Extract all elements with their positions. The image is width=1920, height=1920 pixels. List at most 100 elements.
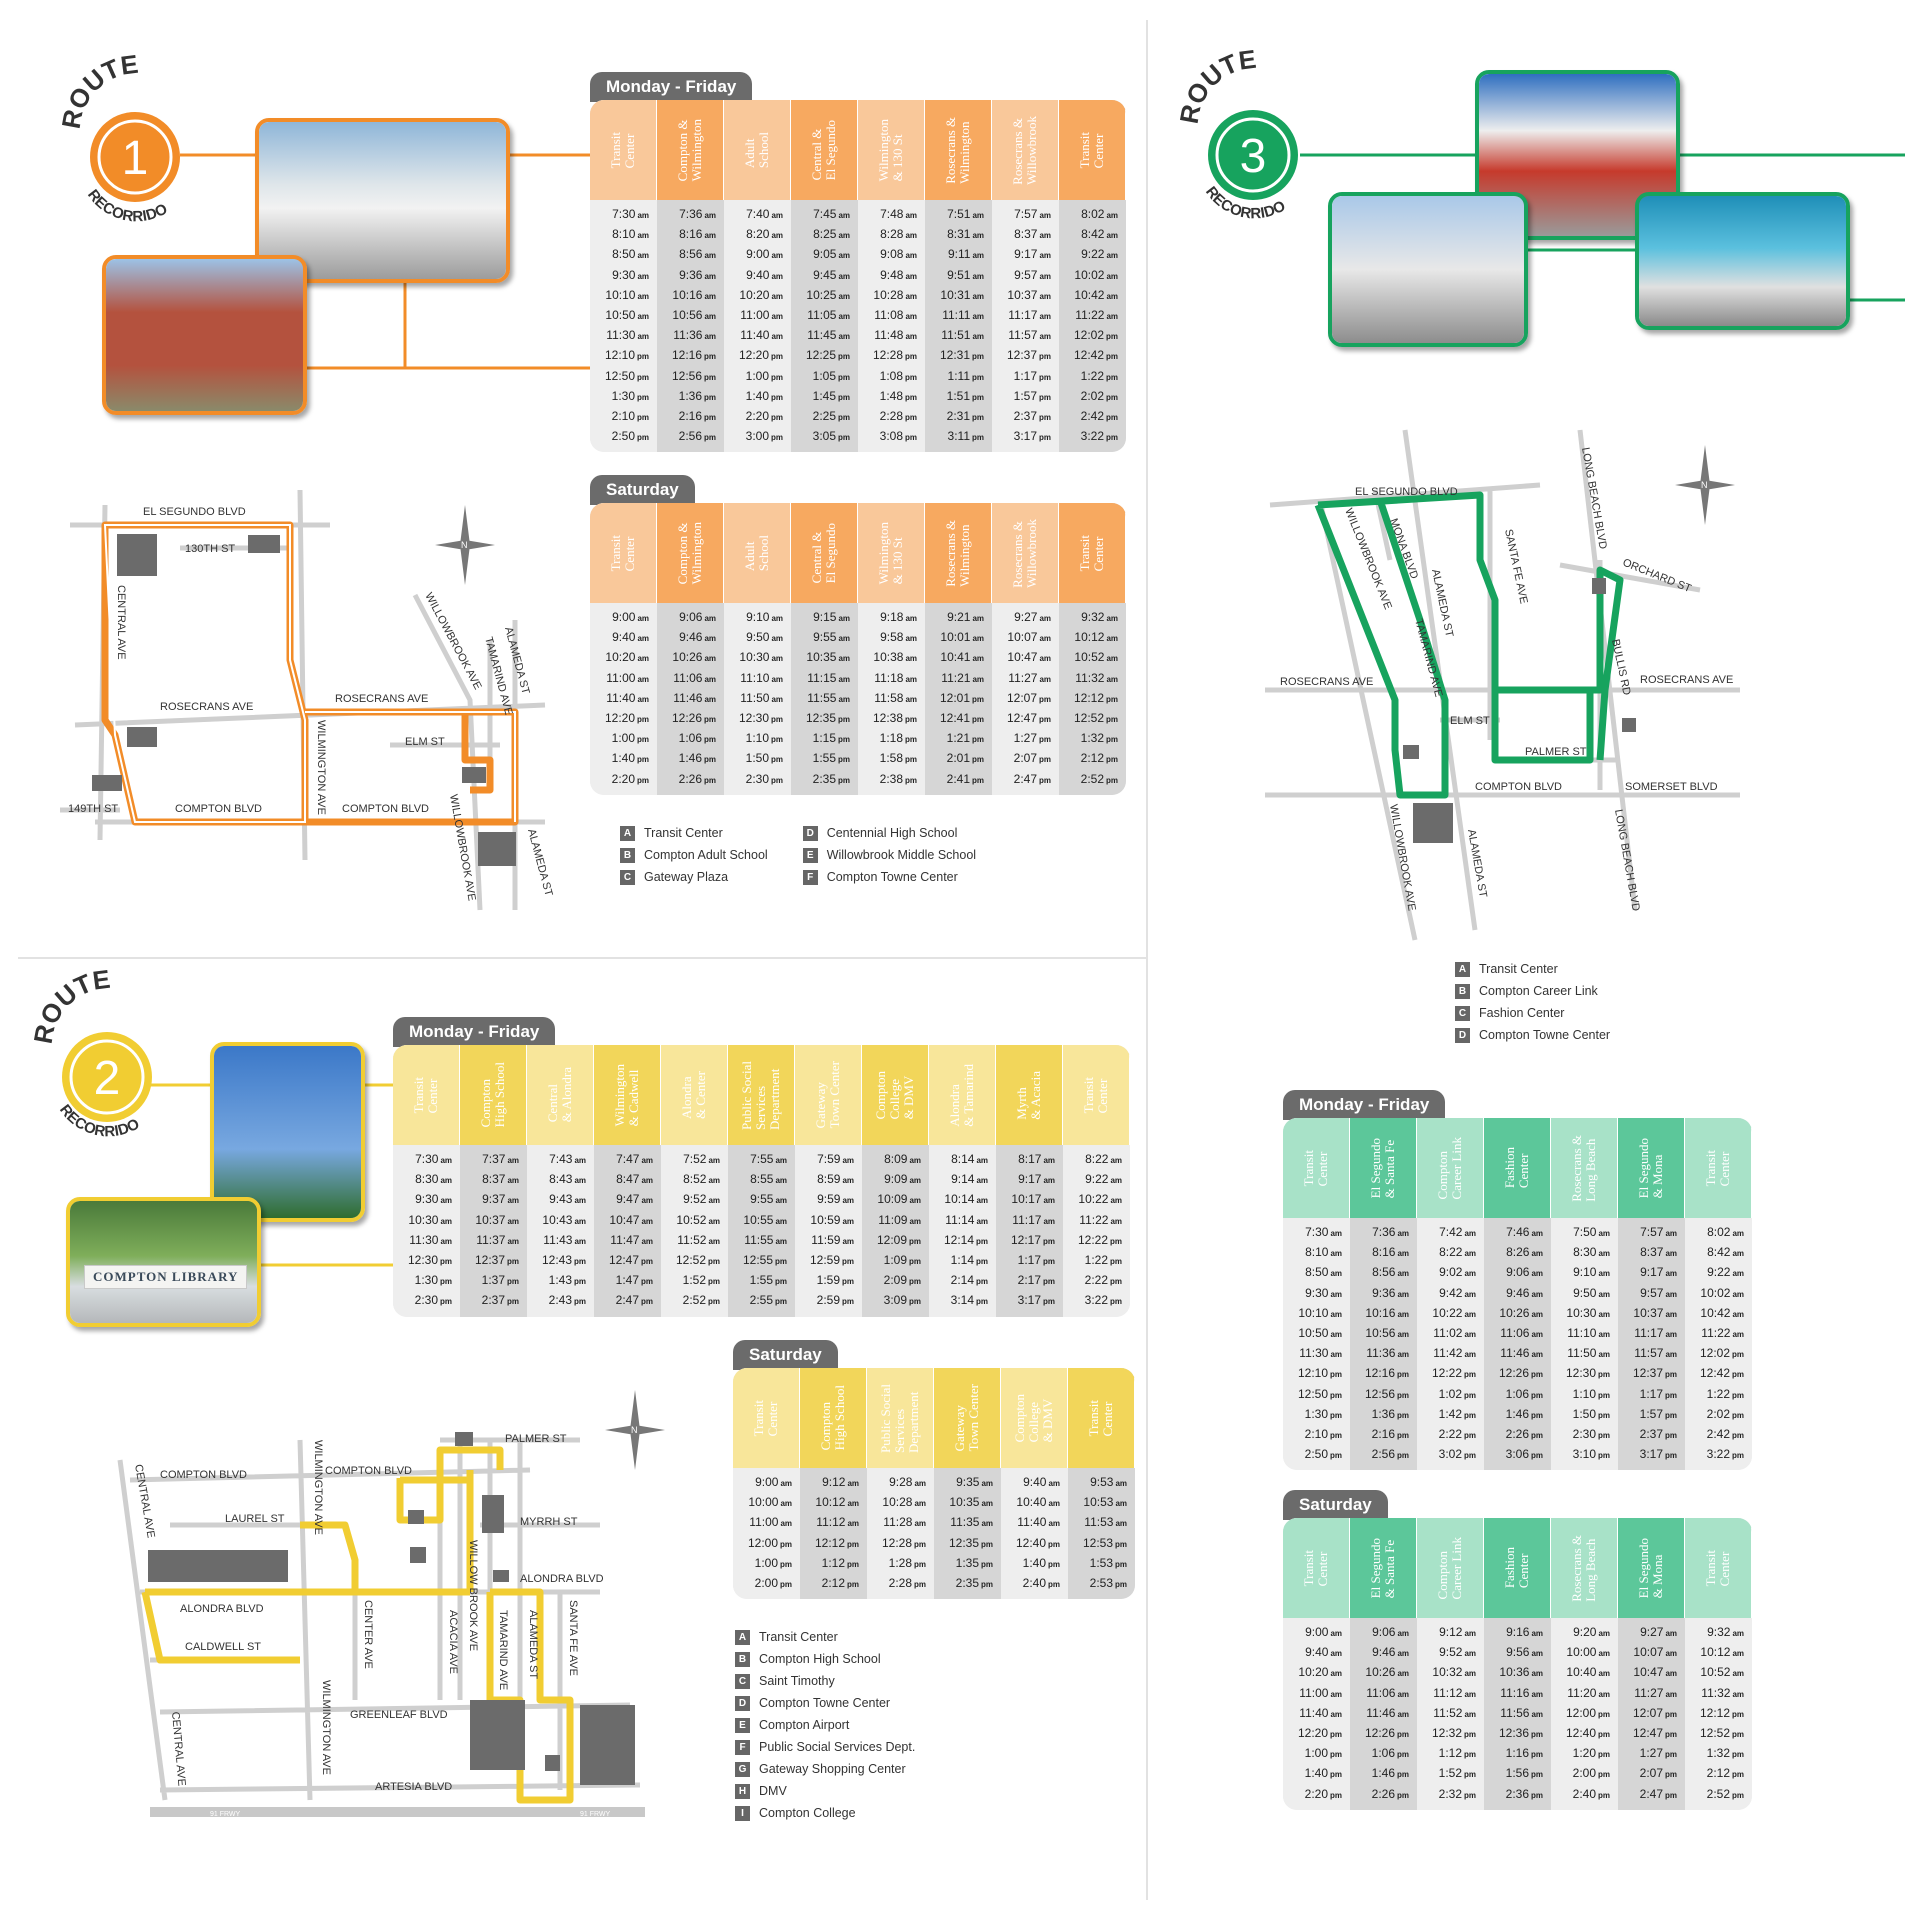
schedule-day-tab[interactable]: Saturday bbox=[590, 475, 695, 505]
stop-header: Public Social Services Department bbox=[867, 1368, 934, 1468]
schedule-day-tab[interactable]: Monday - Friday bbox=[590, 72, 753, 102]
schedule-day-tab[interactable]: Saturday bbox=[733, 1340, 838, 1370]
street-label: PALMER ST bbox=[505, 1433, 567, 1445]
street-label: ELM ST bbox=[405, 736, 445, 748]
stop-name: Rosecrans & Wilmington bbox=[943, 116, 972, 184]
stop-header: Compton College & DMV bbox=[862, 1045, 929, 1145]
route2-connector-lines bbox=[150, 1083, 393, 1267]
stop-header: Transit Center bbox=[1068, 1368, 1135, 1468]
stop-letter-badge: B bbox=[620, 847, 635, 863]
photo-image bbox=[1332, 196, 1524, 343]
stop-header: Transit Center bbox=[1063, 1045, 1130, 1145]
stop-name: Central & El Segundo bbox=[809, 119, 838, 181]
stop-name: Rosecrans & Wilmington bbox=[943, 519, 972, 587]
stop-header: Transit Center bbox=[1685, 1518, 1752, 1618]
route-number: 1 bbox=[122, 132, 149, 185]
street-label: COMPTON BLVD bbox=[325, 1465, 412, 1477]
street-label: COMPTON BLVD bbox=[1475, 781, 1562, 793]
stop-name: Adult School bbox=[742, 131, 771, 169]
street-label: ALAMEDA ST bbox=[525, 828, 555, 898]
stop-header: Central & Alondra bbox=[527, 1045, 594, 1145]
stop-name: Transit Center bbox=[1703, 1549, 1732, 1587]
route1-logo: ROUTE RECORRIDO 1 bbox=[56, 49, 180, 225]
schedule-day-tab[interactable]: Monday - Friday bbox=[1283, 1090, 1446, 1120]
legend-label: Gateway Shopping Center bbox=[759, 1762, 906, 1776]
stop-name: Transit Center bbox=[1077, 534, 1106, 572]
schedule-day-tab[interactable]: Saturday bbox=[1283, 1490, 1388, 1520]
photo-image bbox=[214, 1046, 361, 1218]
stop-name: Public Social Services Department bbox=[878, 1383, 921, 1453]
stop-letter-badge: D bbox=[735, 1695, 750, 1711]
legend-label: Willowbrook Middle School bbox=[826, 848, 977, 862]
stop-header: Central & El Segundo bbox=[791, 100, 858, 200]
schedule-day-tab[interactable]: Monday - Friday bbox=[393, 1017, 556, 1047]
stop-header: Transit Center bbox=[1283, 1118, 1350, 1218]
